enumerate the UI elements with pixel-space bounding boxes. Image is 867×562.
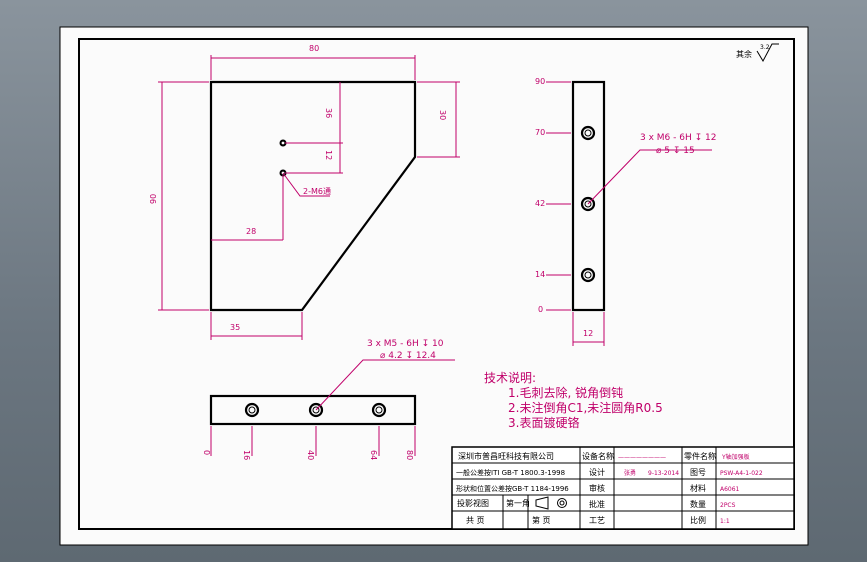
tech-notes-title: 技术说明: bbox=[484, 370, 536, 385]
top-callout-line1: 3 x M5 - 6H ↧ 10 bbox=[367, 339, 444, 349]
tech-note-3: 3.表面镀硬铬 bbox=[508, 415, 579, 430]
tb-label-design: 设计 bbox=[589, 467, 605, 477]
surface-finish-label: 其余 bbox=[736, 49, 752, 59]
surface-finish-symbol: 其余 3.2 bbox=[736, 43, 779, 63]
tb-projection: 投影视图 bbox=[457, 498, 489, 508]
dim-hole-x: 28 bbox=[246, 227, 256, 236]
hole-icon bbox=[580, 196, 596, 212]
tb-version: 第一角 bbox=[506, 498, 530, 508]
surface-finish-value: 3.2 bbox=[760, 44, 770, 51]
top-holes bbox=[244, 402, 387, 418]
top-tick-80: 80 bbox=[405, 450, 414, 460]
hole-icon bbox=[308, 402, 324, 418]
tb-value-drawing-no: PSW-A4-1-022 bbox=[720, 470, 763, 477]
tb-label-scale: 比例 bbox=[690, 515, 706, 525]
tb-label-part: 零件名称 bbox=[684, 451, 716, 461]
tb-value-scale: 1:1 bbox=[720, 518, 730, 525]
tb-value-part: Y轴加强板 bbox=[721, 453, 750, 461]
tb-value-material: A6061 bbox=[720, 486, 740, 493]
dim-bottom: 35 bbox=[230, 323, 240, 332]
dim-hole-spacing: 12 bbox=[324, 150, 333, 160]
front-view-outline bbox=[209, 80, 417, 312]
tb-std-form: 形状和位置公差按GB-T 1184-1996 bbox=[456, 484, 569, 493]
side-holes bbox=[580, 125, 596, 283]
tb-label-material: 材料 bbox=[690, 483, 706, 493]
tb-std-linear: 一般公差按ITI GB-T 1800.3-1998 bbox=[456, 468, 565, 477]
side-tick-14: 14 bbox=[535, 270, 545, 279]
hole-note: 2-M6通 bbox=[303, 186, 331, 196]
front-view: 80 90 30 35 28 36 12 2-M6通 bbox=[149, 44, 460, 340]
dim-right-side: 30 bbox=[438, 110, 447, 120]
top-tick-64: 64 bbox=[369, 450, 378, 460]
side-view-outline bbox=[571, 80, 606, 312]
projection-symbol-icon bbox=[535, 496, 567, 510]
top-tick-16: 16 bbox=[242, 450, 251, 460]
hole-icon bbox=[244, 402, 260, 418]
dim-width: 80 bbox=[309, 44, 319, 53]
tech-note-2: 2.未注倒角C1,未注圆角R0.5 bbox=[508, 400, 663, 415]
drawing-frame bbox=[78, 38, 795, 530]
top-tick-40: 40 bbox=[306, 450, 315, 460]
top-tick-0: 0 bbox=[202, 450, 211, 455]
top-view-outline bbox=[209, 394, 417, 426]
dim-hole-top: 36 bbox=[324, 108, 333, 118]
tb-value-designer: 张勇 bbox=[624, 469, 636, 477]
side-tick-90: 90 bbox=[535, 77, 545, 86]
hole-icon bbox=[371, 402, 387, 418]
tb-value-quantity: 2PCS bbox=[720, 502, 736, 509]
tech-note-1: 1.毛刺去除, 锐角倒钝 bbox=[508, 385, 623, 400]
side-view: 90 70 42 14 0 12 3 x M6 - 6H ↧ 12 ⌀ 5 ↧ … bbox=[535, 77, 716, 346]
side-tick-70: 70 bbox=[535, 128, 545, 137]
title-block: 深圳市普昌旺科技有限公司 一般公差按ITI GB-T 1800.3-1998 形… bbox=[451, 446, 795, 530]
tb-label-approve: 批准 bbox=[589, 499, 605, 509]
tb-value-date: 9-13-2014 bbox=[648, 470, 679, 477]
side-width-dim: 12 bbox=[583, 329, 593, 338]
side-callout-line1: 3 x M6 - 6H ↧ 12 bbox=[640, 133, 716, 143]
tb-label-process: 工艺 bbox=[589, 516, 605, 525]
side-tick-0: 0 bbox=[538, 305, 543, 314]
hole-icon bbox=[580, 267, 596, 283]
tb-sheet-no: 第 页 bbox=[532, 515, 551, 525]
tb-label-review: 审核 bbox=[589, 483, 605, 493]
tb-label-device: 设备名称 bbox=[582, 451, 614, 461]
top-callout-line2: ⌀ 4.2 ↧ 12.4 bbox=[380, 351, 436, 361]
tb-label-quantity: 数量 bbox=[690, 499, 706, 509]
tech-notes: 技术说明: 1.毛刺去除, 锐角倒钝 2.未注倒角C1,未注圆角R0.5 3.表… bbox=[484, 370, 663, 430]
tb-label-drawing-no: 图号 bbox=[690, 468, 706, 477]
top-view: 0 16 40 64 80 3 x M5 - 6H ↧ 10 ⌀ 4.2 ↧ 1… bbox=[202, 339, 455, 460]
side-tick-42: 42 bbox=[535, 199, 545, 208]
hole-icon bbox=[580, 125, 596, 141]
tb-sheets-total: 共 页 bbox=[466, 516, 485, 525]
dim-height: 90 bbox=[149, 194, 158, 204]
tb-company: 深圳市普昌旺科技有限公司 bbox=[458, 451, 554, 461]
tb-value-device: ———————— bbox=[618, 454, 666, 461]
side-callout-line2: ⌀ 5 ↧ 15 bbox=[656, 146, 695, 156]
